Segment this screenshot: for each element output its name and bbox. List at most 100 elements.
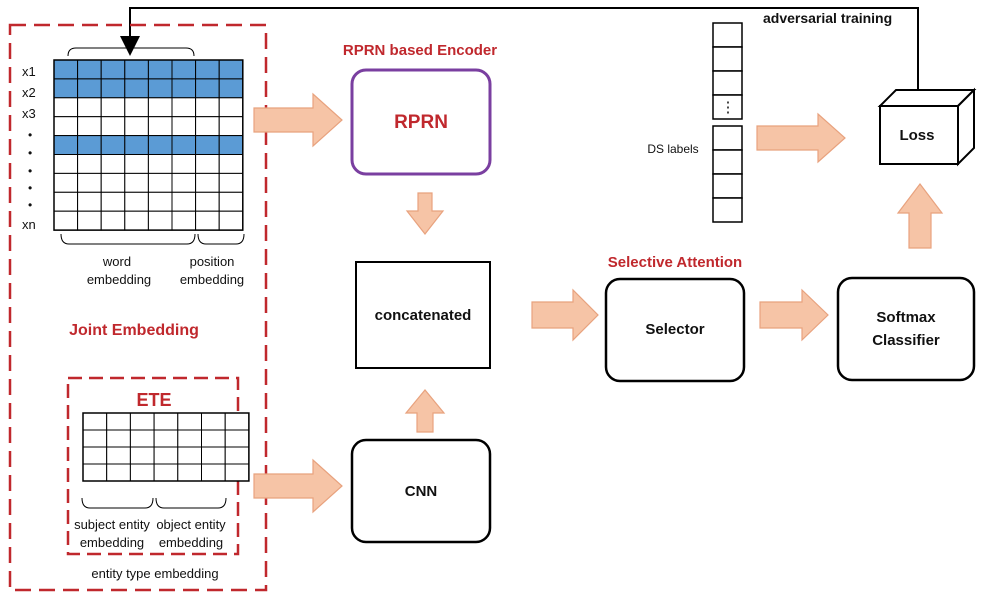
adversarial-training-line [120, 7, 919, 90]
matrix-cell [171, 59, 197, 80]
ete-matrix-cell [153, 429, 179, 448]
ete-matrix-cell [153, 446, 179, 465]
ete-matrix-cell [106, 429, 131, 448]
ete-matrix-cell [82, 429, 108, 448]
selector-label: Selector [645, 321, 704, 338]
rprn-box [350, 68, 492, 176]
matrix-cell [171, 172, 197, 193]
matrix-cell [171, 116, 197, 137]
matrix-cell [100, 210, 126, 231]
arrow-labels-to-loss [756, 112, 846, 164]
matrix-cell [218, 172, 244, 193]
ete-matrix-cell [82, 463, 108, 482]
matrix-cell [171, 210, 197, 231]
ds-label-cell [712, 125, 743, 151]
matrix-cell [124, 172, 149, 193]
ete-matrix-cell [201, 412, 226, 431]
row-dot-2: • [28, 146, 32, 160]
ete-matrix-cell [82, 412, 108, 431]
ete-matrix-cell [177, 412, 203, 431]
word-embedding-label-2: embedding [87, 272, 151, 287]
row-label-xn: xn [22, 217, 36, 232]
ete-matrix-cell [129, 412, 155, 431]
selector-box [604, 277, 746, 383]
cnn-box [350, 438, 492, 544]
matrix-cell [124, 116, 149, 137]
matrix-cell [53, 154, 79, 174]
matrix-cell [100, 154, 126, 174]
word-embedding-brace [60, 233, 196, 245]
matrix-cell [171, 154, 197, 174]
joint-embedding-title: Joint Embedding [69, 322, 199, 339]
ds-labels-vertical-dots: ⋮ [721, 99, 736, 116]
ete-matrix-cell [177, 463, 203, 482]
ds-labels-column-top [712, 22, 743, 120]
subject-entity-label-2: embedding [80, 535, 144, 550]
matrix-cell [218, 97, 244, 118]
ete-matrix-cell [224, 463, 250, 482]
matrix-cell [218, 78, 244, 99]
ete-matrix-cell [177, 429, 203, 448]
matrix-cell [195, 210, 220, 231]
word-embedding-label-1: word [102, 254, 131, 269]
position-embedding-label-2: embedding [180, 272, 244, 287]
ete-matrix-cell [153, 463, 179, 482]
matrix-cell [124, 59, 149, 80]
softmax-label-2: Classifier [872, 332, 940, 349]
matrix-cell [100, 135, 126, 156]
matrix-cell [171, 135, 197, 156]
ete-matrix-cell [106, 446, 131, 465]
ds-labels-label: DS labels [647, 142, 698, 156]
ds-label-cell [712, 94, 743, 120]
matrix-cell [147, 135, 173, 156]
matrix-cell [218, 191, 244, 212]
matrix-border [53, 59, 244, 231]
matrix-cell [124, 78, 149, 99]
matrix-cell [171, 78, 197, 99]
matrix-cell [53, 210, 79, 231]
loss-cube [877, 87, 977, 167]
matrix-cell [77, 59, 102, 80]
loss-label: Loss [899, 127, 934, 144]
joint-embedding-box [8, 23, 268, 592]
ete-matrix-cell [177, 446, 203, 465]
ds-label-cell [712, 197, 743, 223]
matrix-cell [218, 116, 244, 137]
selective-attention-title: Selective Attention [608, 254, 742, 271]
matrix-cell [147, 116, 173, 137]
ds-label-cell [712, 173, 743, 199]
ete-matrix-cell [129, 429, 155, 448]
matrix-cell [53, 78, 79, 99]
matrix-cell [77, 191, 102, 212]
matrix-cell [124, 135, 149, 156]
rprn-encoder-title: RPRN based Encoder [343, 42, 497, 59]
matrix-cell [218, 59, 244, 80]
matrix-cell [195, 191, 220, 212]
arrow-cnn-to-concat [404, 389, 446, 433]
matrix-cell [124, 97, 149, 118]
softmax-box [836, 276, 976, 382]
matrix-cell [53, 59, 79, 80]
arrow-concat-to-selector [531, 288, 599, 342]
entity-type-matrix [82, 412, 250, 482]
matrix-cell [195, 172, 220, 193]
arrow-selector-to-softmax [759, 288, 829, 342]
arrow-ete-to-cnn [253, 458, 343, 514]
matrix-cell [171, 97, 197, 118]
matrix-cell [195, 135, 220, 156]
matrix-cell [195, 116, 220, 137]
matrix-cell [100, 97, 126, 118]
matrix-cell [77, 135, 102, 156]
matrix-cell [100, 78, 126, 99]
matrix-cell [218, 154, 244, 174]
word-position-matrix [53, 59, 244, 231]
ete-matrix-cell [106, 412, 131, 431]
ete-matrix-cell [224, 446, 250, 465]
matrix-cell [124, 154, 149, 174]
matrix-cell [147, 154, 173, 174]
matrix-cell [53, 172, 79, 193]
ds-label-cell [712, 149, 743, 175]
ds-label-cell [712, 22, 743, 48]
ete-matrix-cell [129, 463, 155, 482]
